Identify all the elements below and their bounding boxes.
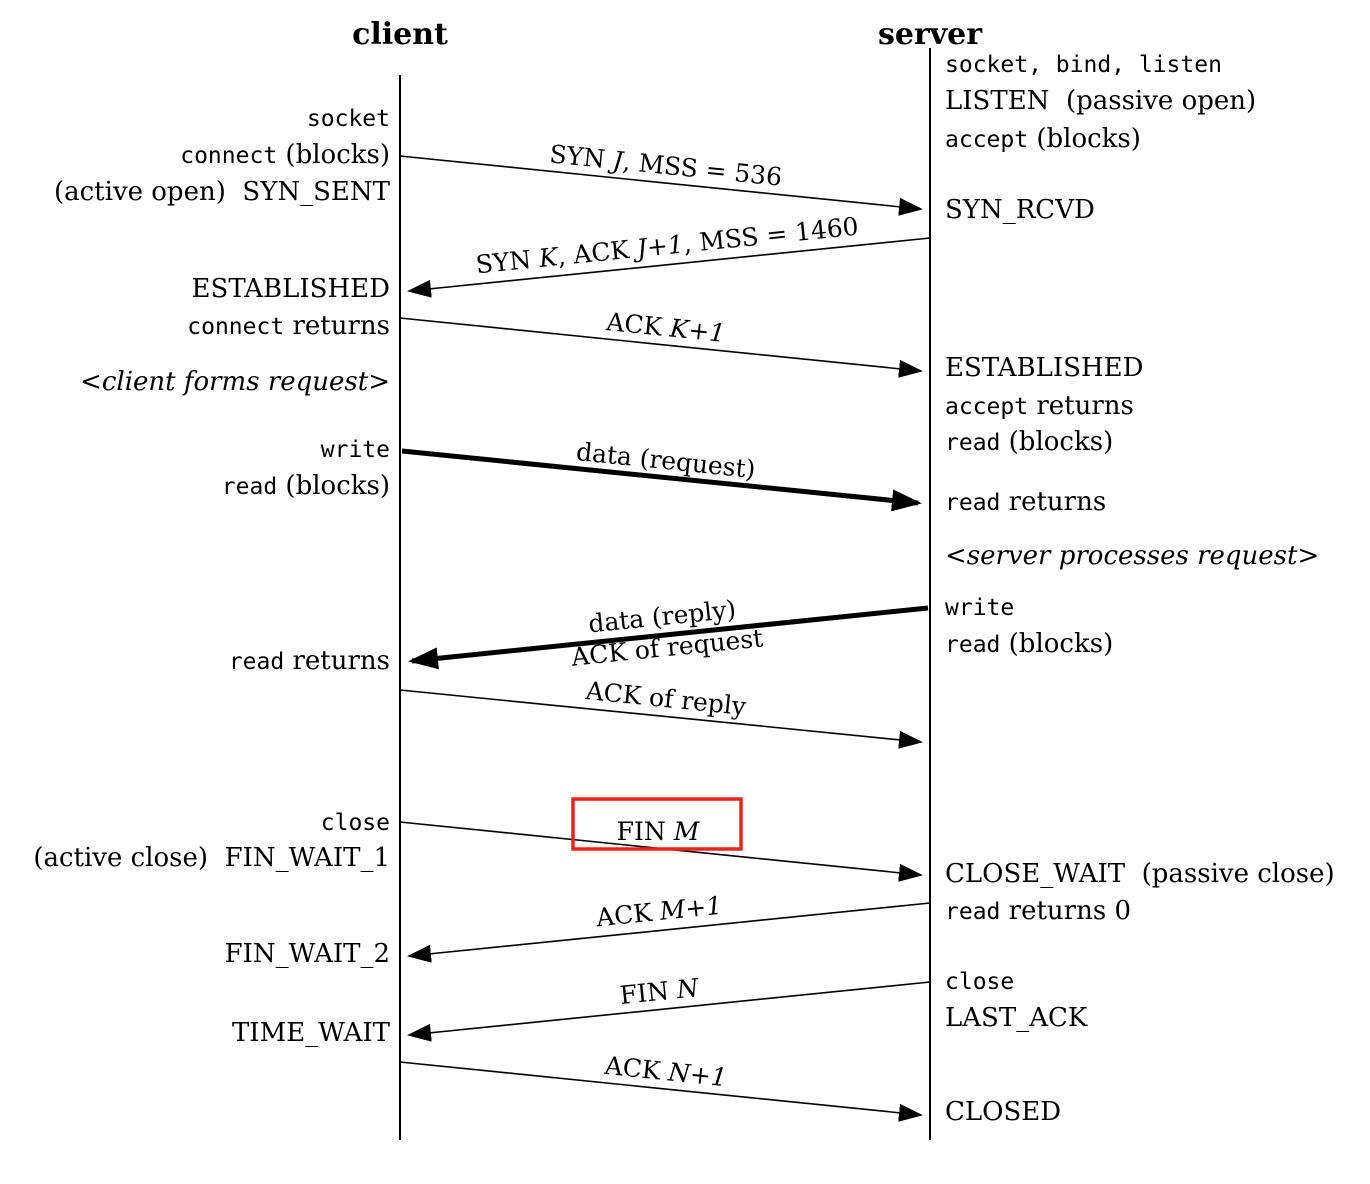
client-label-syn-sent: (active open) SYN_SENT <box>54 177 391 207</box>
server-label-close-wait: CLOSE_WAIT (passive close) <box>945 859 1335 889</box>
client-label-read-blocks: read (blocks) <box>222 471 390 501</box>
client-label-forms-request: <client forms request> <box>80 367 390 397</box>
client-label-read-returns: read returns <box>229 646 390 676</box>
server-label-read-blocks-1: read (blocks) <box>945 427 1113 457</box>
arrow-ack-of-reply <box>399 689 923 749</box>
server-label-close: close <box>945 969 1014 995</box>
arrow-ack-m1 <box>407 902 931 963</box>
arrow-label-fin-m: FIN M <box>617 817 701 846</box>
arrow-label-fin-n: FIN N <box>618 973 701 1010</box>
arrow-label-ack-k1: ACK K+1 <box>604 307 727 348</box>
server-label-write: write <box>945 595 1014 621</box>
server-label-accept-returns: accept returns <box>945 391 1134 421</box>
client-label-established: ESTABLISHED <box>192 274 390 304</box>
arrow-fin-n <box>407 981 931 1042</box>
client-label-close: close <box>321 810 390 836</box>
client-label-fin-wait-1: (active close) FIN_WAIT_1 <box>33 843 390 873</box>
arrow-data-request <box>401 448 922 512</box>
client-label-write: write <box>321 437 390 463</box>
server-label-processes-request: <server processes request> <box>945 541 1319 571</box>
server-label-socket-bind-listen: socket, bind, listen <box>945 52 1222 78</box>
arrow-label-syn-j: SYN J, MSS = 536 <box>548 139 783 191</box>
fin-m-highlight-box <box>571 797 743 851</box>
client-label-socket: socket <box>307 106 390 132</box>
arrow-syn-j <box>399 155 923 216</box>
server-label-read-blocks-2: read (blocks) <box>945 629 1113 659</box>
server-label-read-returns-0: read returns 0 <box>945 896 1131 926</box>
arrow-syn-k-ack <box>407 237 931 298</box>
client-label-fin-wait-2: FIN_WAIT_2 <box>225 939 390 969</box>
client-label-connect-returns: connect returns <box>187 311 390 341</box>
arrow-ack-n1 <box>399 1061 923 1122</box>
arrow-label-ack-of-reply: ACK of reply <box>583 676 748 721</box>
client-label-time-wait: TIME_WAIT <box>232 1018 391 1048</box>
arrow-label-ack-n1: ACK N+1 <box>602 1051 728 1092</box>
server-label-read-returns: read returns <box>945 487 1106 517</box>
server-label-accept-blocks: accept (blocks) <box>945 124 1141 154</box>
server-title: server <box>878 17 983 52</box>
server-label-listen: LISTEN (passive open) <box>945 86 1256 116</box>
server-label-last-ack: LAST_ACK <box>945 1003 1088 1033</box>
server-label-closed: CLOSED <box>945 1097 1061 1127</box>
arrow-label-ack-m1: ACK M+1 <box>594 891 724 933</box>
arrow-data-reply <box>408 605 929 670</box>
arrow-label-syn-k-ack: SYN K, ACK J+1, MSS = 1460 <box>474 212 859 280</box>
client-label-connect-blocks: connect (blocks) <box>180 140 390 170</box>
server-label-established: ESTABLISHED <box>945 353 1143 383</box>
server-label-syn-rcvd: SYN_RCVD <box>945 195 1095 225</box>
arrow-ack-k1 <box>399 317 923 378</box>
client-title: client <box>352 17 448 52</box>
